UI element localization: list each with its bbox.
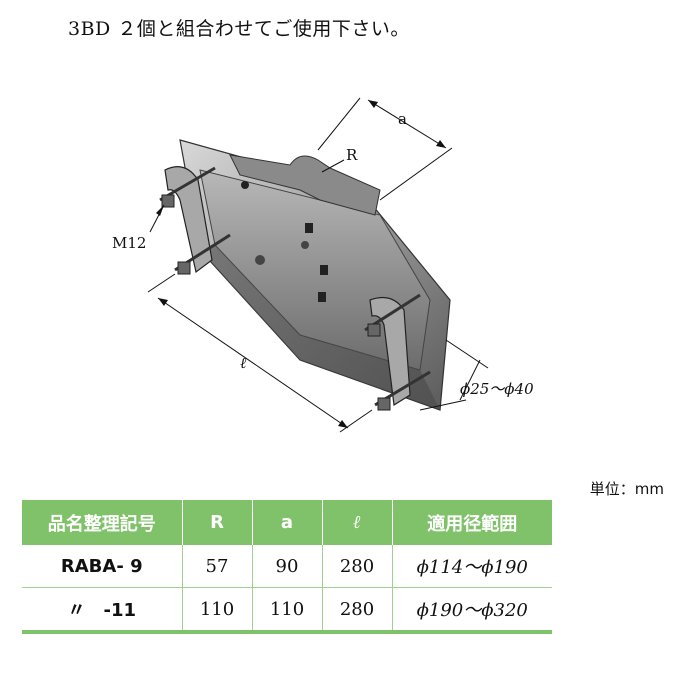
left-clamp	[159, 166, 231, 275]
dimension-l: ℓ	[147, 273, 373, 433]
label-r: R	[346, 146, 358, 164]
label-m12: M12	[112, 234, 146, 252]
dimension-pipe-range: ϕ25〜ϕ40	[419, 339, 534, 411]
instruction-text: 3BD ２個と組合わせてご使用下さい。	[68, 18, 410, 40]
cell-r: 110	[182, 587, 253, 634]
label-pipe-range: ϕ25〜ϕ40	[460, 380, 534, 398]
cell-a: 90	[252, 545, 323, 588]
header-l: ℓ	[322, 500, 393, 545]
table-row: 〃 -11 110 110 280 ϕ190〜ϕ320	[22, 587, 552, 634]
dimension-a: a	[317, 97, 453, 201]
cell-a: 110	[252, 587, 323, 634]
cell-range: ϕ114〜ϕ190	[392, 545, 552, 588]
dimension-m12: M12	[112, 204, 165, 252]
cell-code: RABA- 9	[22, 545, 183, 588]
header-a: a	[252, 500, 323, 545]
cell-l: 280	[322, 587, 393, 634]
table-header-row: 品名整理記号 R a ℓ 適用径範囲	[22, 500, 552, 545]
table-row: RABA- 9 57 90 280 ϕ114〜ϕ190	[22, 545, 552, 588]
header-range: 適用径範囲	[392, 500, 552, 545]
mount-bracket-illustration: a R M12 ℓ ϕ25〜ϕ40	[112, 97, 534, 433]
cell-r: 57	[182, 545, 253, 588]
bracket-body	[179, 139, 451, 411]
header-product-code: 品名整理記号	[22, 500, 183, 545]
cell-code: 〃 -11	[22, 587, 183, 634]
right-clamp	[364, 293, 431, 411]
unit-label: 単位：mm	[589, 480, 664, 498]
label-a: a	[398, 110, 407, 128]
header-r: R	[182, 500, 253, 545]
dimension-r: R	[321, 146, 358, 173]
label-l: ℓ	[240, 354, 246, 372]
cell-l: 280	[322, 545, 393, 588]
cell-range: ϕ190〜ϕ320	[392, 587, 552, 634]
spec-table: 品名整理記号 R a ℓ 適用径範囲 RABA- 9 57 90 280 ϕ11…	[22, 500, 552, 634]
